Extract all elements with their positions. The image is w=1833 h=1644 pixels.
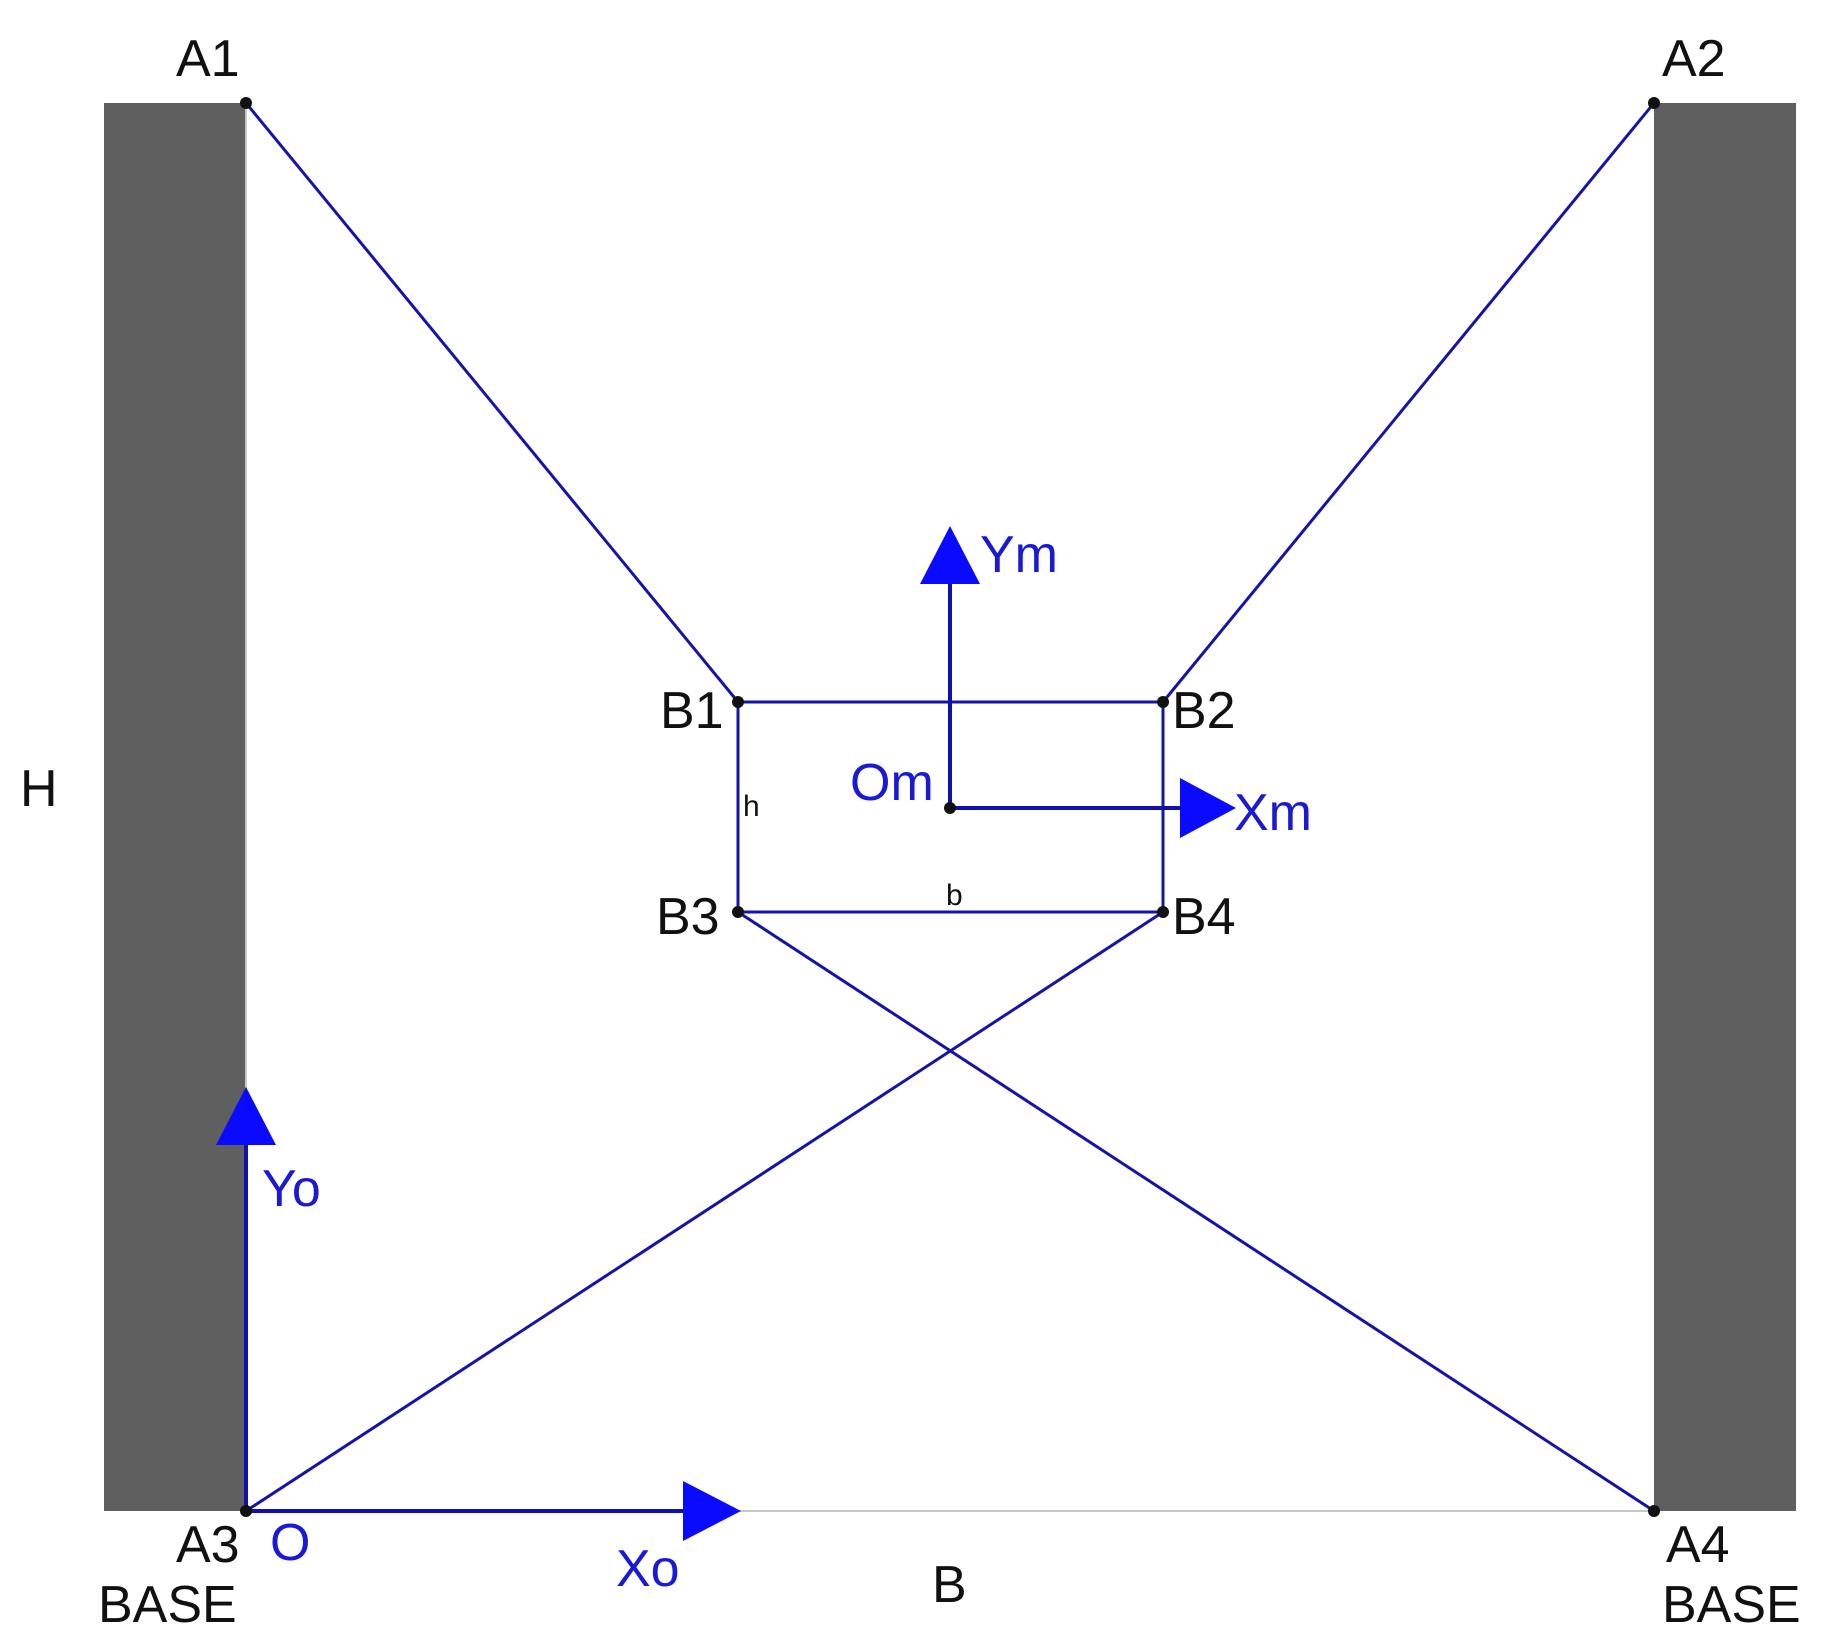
point-a4 [1648,1505,1660,1517]
point-a3 [240,1505,252,1517]
label-b2: B2 [1172,682,1236,740]
xm-arrow-head [1180,778,1236,838]
cable-a2-b2 [1161,102,1656,703]
label-a4: A4 [1666,1516,1730,1574]
point-om [944,802,956,814]
label-a3: A3 [176,1516,240,1574]
label-yo: Yo [262,1160,321,1218]
label-h-height: H [20,760,58,818]
point-b3 [732,906,744,918]
point-b2 [1157,696,1169,708]
label-om: Om [850,754,934,812]
cable-a3-b4 [245,910,1164,1513]
point-a2 [1648,97,1660,109]
label-platform-h: h [743,790,760,823]
cable-a4-b3 [737,910,1655,1513]
label-xm: Xm [1234,784,1312,842]
label-a1: A1 [176,30,240,88]
point-b1 [732,696,744,708]
ym-arrow-head [920,526,980,584]
point-a1 [240,97,252,109]
label-ym: Ym [980,526,1058,584]
label-a2: A2 [1662,30,1726,88]
label-base-left: BASE [98,1576,237,1634]
label-origin-o: O [270,1514,310,1572]
label-b3: B3 [656,888,720,946]
label-b1: B1 [660,682,724,740]
right-pillar [1654,103,1796,1511]
label-base-right: BASE [1662,1576,1801,1634]
label-b-width: B [932,1556,967,1614]
label-b4: B4 [1172,888,1236,946]
point-b4 [1157,906,1169,918]
cable-a1-b1 [244,102,740,703]
yo-arrow-head [216,1087,276,1145]
label-platform-b: b [946,879,963,912]
xo-arrow-head [683,1481,741,1541]
left-pillar [104,103,246,1511]
label-xo: Xo [616,1540,680,1598]
